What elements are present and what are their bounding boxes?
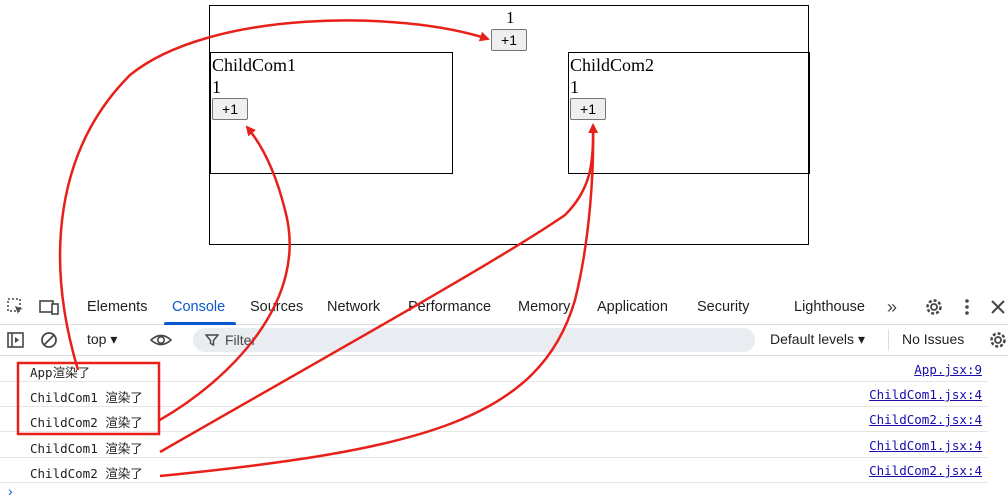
console-row: ChildCom2 渲染了 ChildCom2.jsx:4 [0,458,988,483]
device-toolbar-icon[interactable] [38,297,59,317]
inspect-element-icon[interactable] [6,297,26,317]
child-com1-box: ChildCom1 1 +1 [210,52,453,174]
context-selector[interactable]: top ▾ [87,331,117,348]
console-source-link[interactable]: App.jsx:9 [914,362,982,377]
child-com1-increment-button[interactable]: +1 [212,98,248,120]
console-source-link[interactable]: ChildCom2.jsx:4 [869,412,982,427]
clear-console-icon[interactable] [39,330,59,350]
console-message: ChildCom1 渲染了 [30,390,143,405]
more-tabs-chevron-icon[interactable]: » [886,297,897,317]
console-message: ChildCom2 渲染了 [30,466,143,481]
console-row: ChildCom1 渲染了 ChildCom1.jsx:4 [0,382,988,407]
child-com2-box: ChildCom2 1 +1 [568,52,810,174]
child-com1-title: ChildCom1 [212,55,297,75]
filter-icon [204,333,220,352]
console-source-link[interactable]: ChildCom2.jsx:4 [869,463,982,478]
chevron-down-icon: ▾ [110,331,118,347]
app-root-box: 1 +1 ChildCom1 1 +1 ChildCom2 1 +1 [209,5,810,245]
tab-network[interactable]: Network [327,299,381,315]
kebab-menu-icon[interactable] [957,297,977,317]
sidebar-toggle-icon[interactable] [6,330,26,350]
devtools-panel: Elements Console Sources Network Perform… [0,289,1008,500]
filter-input[interactable]: Filter [193,328,755,352]
child-com1-count: 1 [212,77,221,97]
app-count: 1 [506,8,515,27]
log-levels-label: Default levels [770,331,855,347]
console-message: App渲染了 [30,365,91,380]
console-prompt[interactable]: › [8,483,13,499]
child-com2-title: ChildCom2 [570,55,655,75]
filter-placeholder: Filter [225,332,257,348]
tab-sources[interactable]: Sources [250,299,304,315]
console-row: ChildCom1 渲染了 ChildCom1.jsx:4 [0,433,988,458]
toolbar-divider [888,329,889,351]
app-increment-button[interactable]: +1 [491,29,527,51]
console-message: ChildCom1 渲染了 [30,441,143,456]
eye-icon[interactable] [149,330,173,350]
console-row: App渲染了 App.jsx:9 [0,357,988,382]
chevron-down-icon: ▾ [857,331,865,347]
console-message: ChildCom2 渲染了 [30,415,143,430]
tab-performance[interactable]: Performance [408,299,492,315]
console-source-link[interactable]: ChildCom1.jsx:4 [869,438,982,453]
context-label: top [87,331,107,347]
console-settings-gear-icon[interactable] [988,330,1008,350]
log-levels-dropdown[interactable]: Default levels ▾ [770,331,865,348]
gear-icon[interactable] [924,297,944,317]
tab-memory[interactable]: Memory [518,299,571,315]
tab-security[interactable]: Security [697,299,750,315]
child-com2-increment-button[interactable]: +1 [570,98,606,120]
tab-application[interactable]: Application [597,299,668,315]
console-source-link[interactable]: ChildCom1.jsx:4 [869,387,982,402]
devtools-tab-bar: Elements Console Sources Network Perform… [0,289,1008,325]
console-toolbar: top ▾ Filter Default levels ▾ No Issues [0,325,1008,356]
child-com2-count: 1 [570,77,579,97]
issues-counter[interactable]: No Issues [902,331,965,347]
tab-lighthouse[interactable]: Lighthouse [794,299,865,315]
tab-elements[interactable]: Elements [87,299,148,315]
console-row: ChildCom2 渲染了 ChildCom2.jsx:4 [0,407,988,432]
tab-console[interactable]: Console [172,299,226,315]
close-icon[interactable] [988,297,1008,317]
